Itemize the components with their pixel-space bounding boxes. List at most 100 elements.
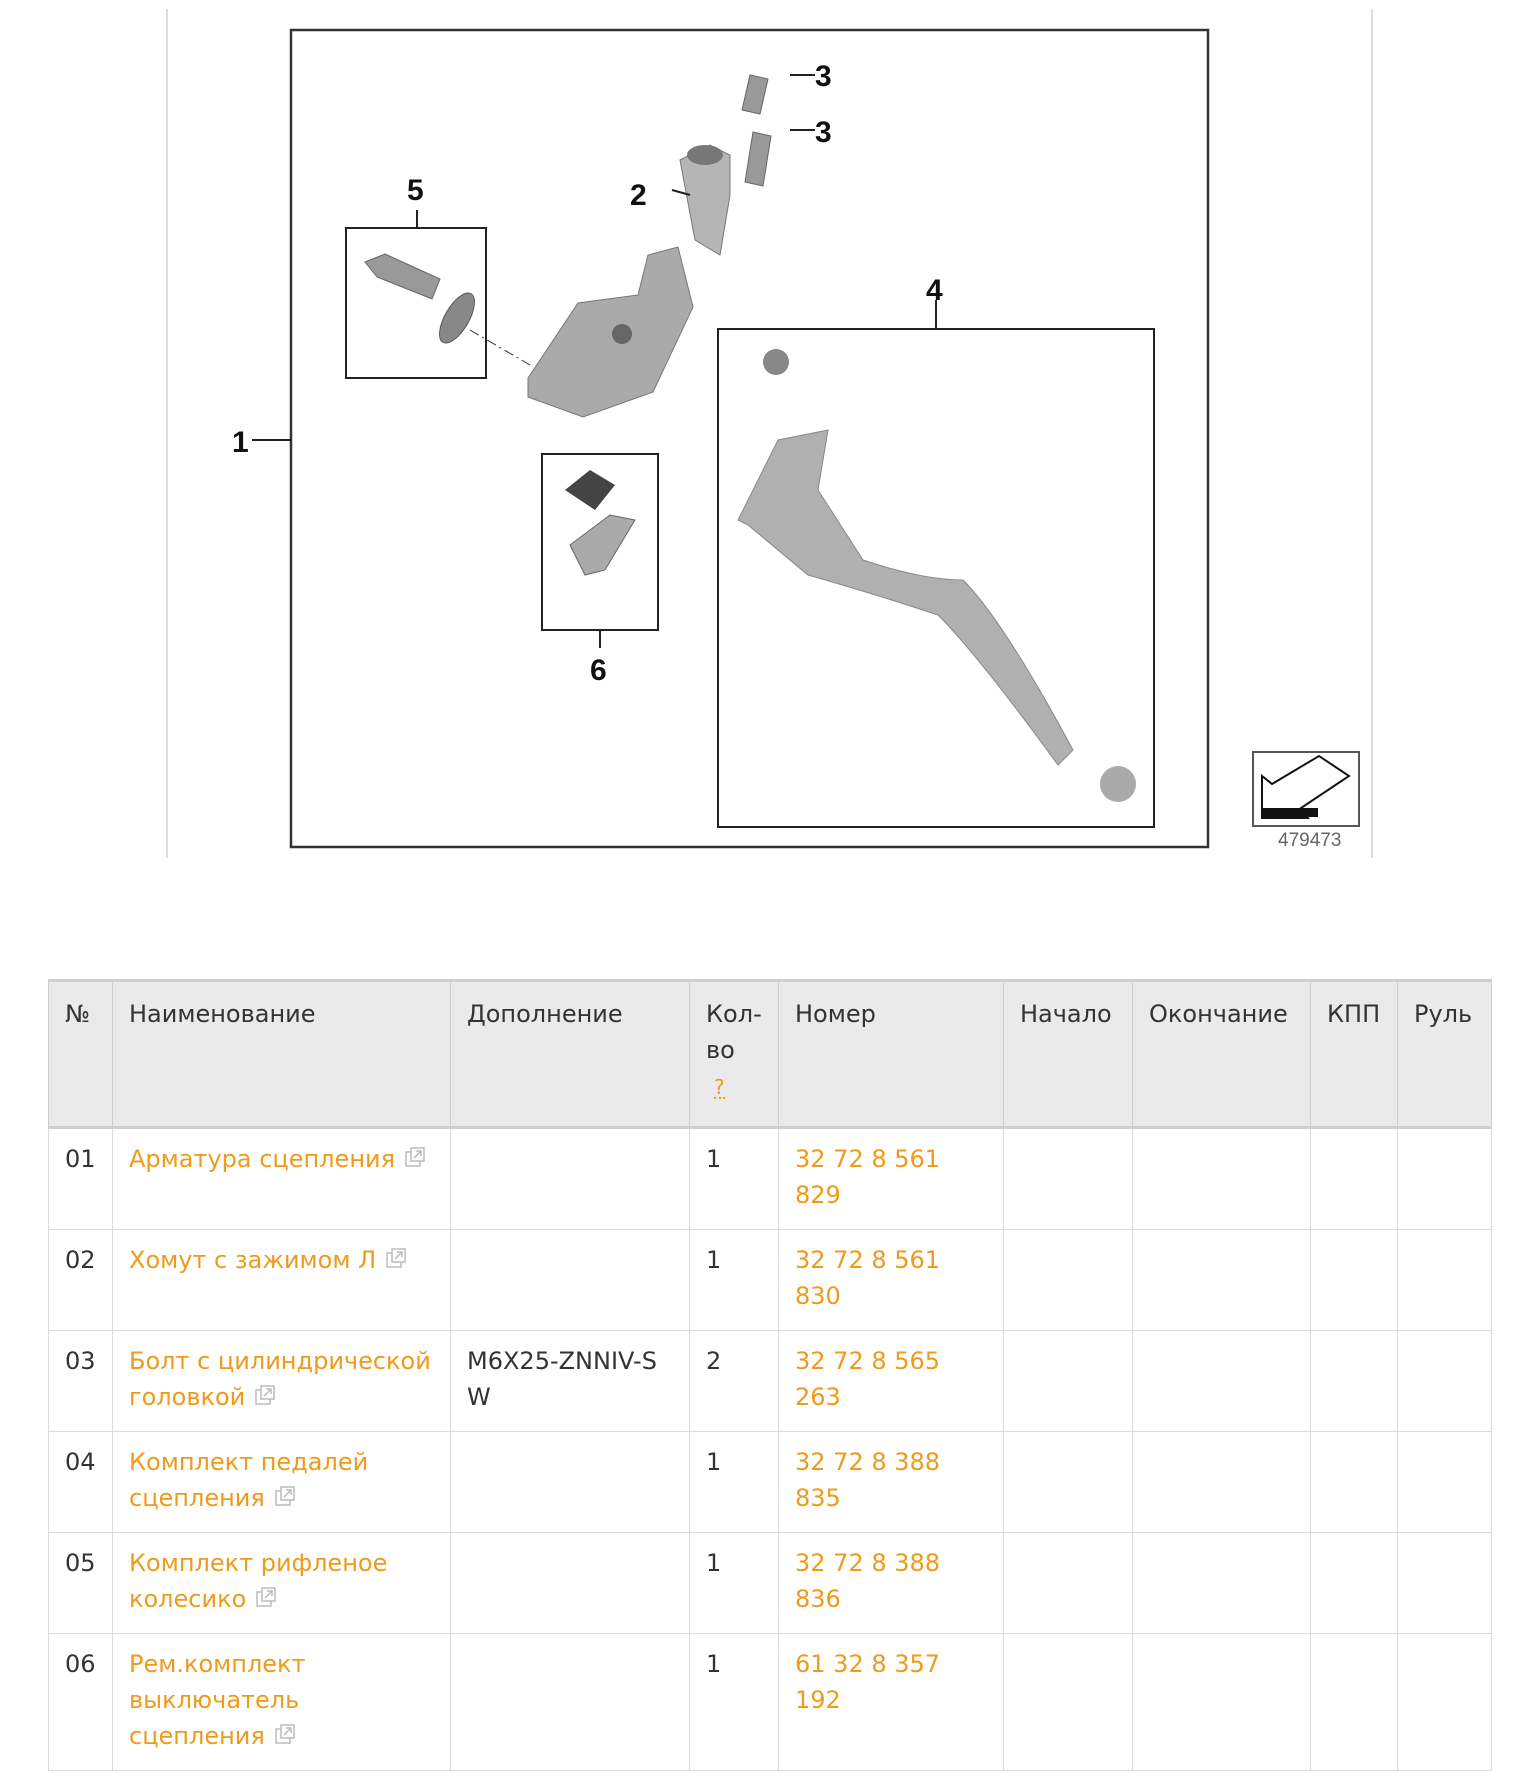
row-name: Комплект педалей сцепления xyxy=(112,1431,451,1533)
col-start: Начало xyxy=(1003,980,1133,1128)
row-steering xyxy=(1397,1431,1492,1533)
external-link-icon[interactable] xyxy=(386,1248,406,1268)
part-number-link[interactable]: 32 72 8 565 263 xyxy=(795,1347,941,1411)
row-end xyxy=(1132,1330,1311,1432)
row-no: 03 xyxy=(48,1330,113,1432)
view-direction-arrow-icon xyxy=(1252,751,1360,827)
callout-1: 1 xyxy=(232,426,249,459)
row-number: 32 72 8 565 263 xyxy=(778,1330,1004,1432)
row-qty: 1 xyxy=(689,1229,779,1331)
row-gearbox xyxy=(1310,1229,1398,1331)
col-gearbox: КПП xyxy=(1310,980,1398,1128)
callout-6: 6 xyxy=(590,654,607,687)
table-row: 06 Рем.комплект выключатель сцепления 1 … xyxy=(48,1633,1492,1771)
row-end xyxy=(1132,1633,1311,1771)
row-gearbox xyxy=(1310,1330,1398,1432)
part-number-link[interactable]: 32 72 8 561 830 xyxy=(795,1246,941,1310)
table-row: 03 Болт с цилиндрической головкой M6X25-… xyxy=(48,1330,1492,1432)
row-no: 04 xyxy=(48,1431,113,1533)
part-name-link[interactable]: Болт с цилиндрической головкой xyxy=(129,1347,431,1411)
part-name-link[interactable]: Комплект педалей сцепления xyxy=(129,1448,369,1512)
row-qty: 1 xyxy=(689,1431,779,1533)
col-qty: Кол-во? xyxy=(689,980,779,1128)
row-addition xyxy=(450,1532,690,1634)
col-name: Наименование xyxy=(112,980,451,1128)
row-start xyxy=(1003,1431,1133,1533)
col-no: № xyxy=(48,980,113,1128)
part-number-link[interactable]: 61 32 8 357 192 xyxy=(795,1650,941,1714)
external-link-icon[interactable] xyxy=(405,1147,425,1167)
row-end xyxy=(1132,1229,1311,1331)
image-number: 479473 xyxy=(1278,830,1341,851)
row-number: 32 72 8 561 830 xyxy=(778,1229,1004,1331)
row-addition xyxy=(450,1431,690,1533)
row-number: 32 72 8 388 835 xyxy=(778,1431,1004,1533)
row-qty: 1 xyxy=(689,1532,779,1634)
row-start xyxy=(1003,1127,1133,1230)
row-start xyxy=(1003,1633,1133,1771)
assembly-frame xyxy=(289,28,1210,849)
row-name: Рем.комплект выключатель сцепления xyxy=(112,1633,451,1771)
row-gearbox xyxy=(1310,1633,1398,1771)
row-start xyxy=(1003,1532,1133,1634)
row-start xyxy=(1003,1330,1133,1432)
callout-5: 5 xyxy=(407,174,424,207)
part-number-link[interactable]: 32 72 8 388 835 xyxy=(795,1448,941,1512)
row-qty: 1 xyxy=(689,1127,779,1230)
row-addition xyxy=(450,1127,690,1230)
row-steering xyxy=(1397,1127,1492,1230)
row-name: Хомут с зажимом Л xyxy=(112,1229,451,1331)
callout-3: 3 xyxy=(815,60,832,93)
row-gearbox xyxy=(1310,1532,1398,1634)
row-addition xyxy=(450,1633,690,1771)
part-name-link[interactable]: Хомут с зажимом Л xyxy=(129,1246,377,1274)
col-number: Номер xyxy=(778,980,1004,1128)
bolt-part xyxy=(741,74,772,187)
row-no: 06 xyxy=(48,1633,113,1771)
row-end xyxy=(1132,1532,1311,1634)
row-qty: 2 xyxy=(689,1330,779,1432)
col-addition: Дополнение xyxy=(450,980,690,1128)
col-end: Окончание xyxy=(1132,980,1311,1128)
row-end xyxy=(1132,1431,1311,1533)
external-link-icon[interactable] xyxy=(256,1587,277,1607)
row-name: Арматура сцепления xyxy=(112,1127,451,1230)
row-addition xyxy=(450,1229,690,1331)
row-steering xyxy=(1397,1330,1492,1432)
qty-help-link[interactable]: ? xyxy=(714,1075,725,1099)
table-header-row: № Наименование Дополнение Кол-во? Номер … xyxy=(48,980,1492,1128)
row-name: Комплект рифленое колесико xyxy=(112,1532,451,1634)
col-qty-label: Кол-во xyxy=(706,1000,762,1064)
row-steering xyxy=(1397,1229,1492,1331)
row-number: 61 32 8 357 192 xyxy=(778,1633,1004,1771)
clutch-fitting-part xyxy=(527,144,731,418)
callout-3b: 3 xyxy=(815,116,832,149)
row-number: 32 72 8 561 829 xyxy=(778,1127,1004,1230)
row-name: Болт с цилиндрической головкой xyxy=(112,1330,451,1432)
table-row: 01 Арматура сцепления 1 32 72 8 561 829 xyxy=(48,1127,1492,1230)
row-addition: M6X25-ZNNIV-SW xyxy=(450,1330,690,1432)
row-number: 32 72 8 388 836 xyxy=(778,1532,1004,1634)
row-no: 02 xyxy=(48,1229,113,1331)
row-steering xyxy=(1397,1633,1492,1771)
row-start xyxy=(1003,1229,1133,1331)
part-name-link[interactable]: Арматура сцепления xyxy=(129,1145,396,1173)
col-steering: Руль xyxy=(1397,980,1492,1128)
parts-diagram: 1 5 2 3 3 6 4 479473 xyxy=(166,9,1373,858)
external-link-icon[interactable] xyxy=(275,1486,295,1506)
row-steering xyxy=(1397,1532,1492,1634)
callout-2: 2 xyxy=(630,179,647,212)
row-no: 05 xyxy=(48,1532,113,1634)
callout-4: 4 xyxy=(926,274,943,307)
part-number-link[interactable]: 32 72 8 561 829 xyxy=(795,1145,941,1209)
row-qty: 1 xyxy=(689,1633,779,1771)
part-name-link[interactable]: Рем.комплект выключатель сцепления xyxy=(129,1650,306,1750)
switch-kit-part xyxy=(565,470,636,576)
parts-table: № Наименование Дополнение Кол-во? Номер … xyxy=(48,979,1492,1771)
external-link-icon[interactable] xyxy=(275,1724,295,1744)
row-no: 01 xyxy=(48,1127,113,1230)
row-gearbox xyxy=(1310,1127,1398,1230)
part-number-link[interactable]: 32 72 8 388 836 xyxy=(795,1549,941,1613)
external-link-icon[interactable] xyxy=(255,1385,275,1405)
part-name-link[interactable]: Комплект рифленое колесико xyxy=(129,1549,388,1613)
